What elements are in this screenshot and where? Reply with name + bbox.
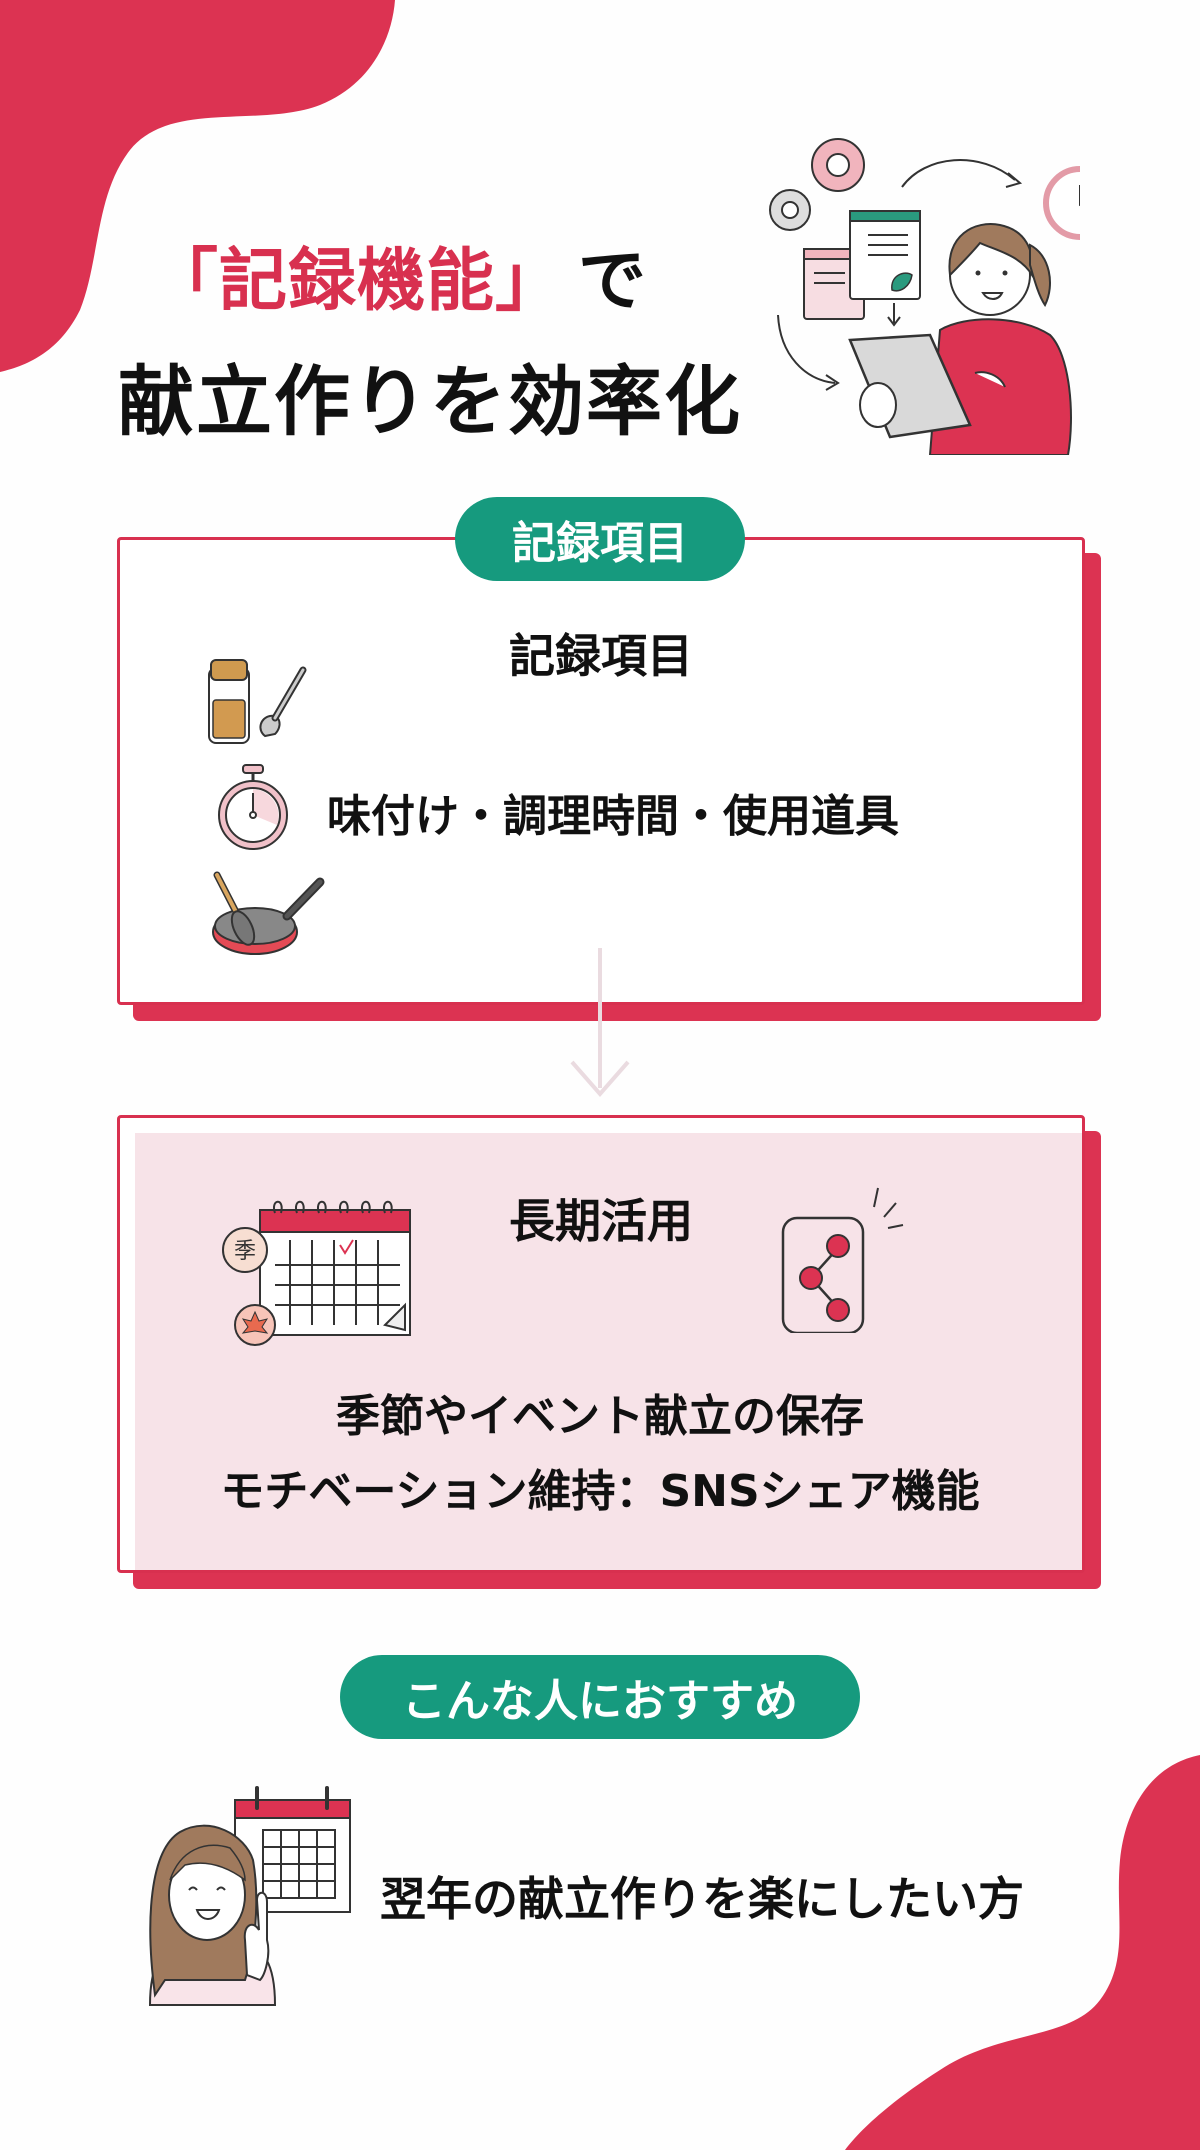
season-badge: 季 bbox=[222, 1227, 268, 1273]
maple-leaf-badge bbox=[234, 1304, 276, 1346]
recommend-badge: こんな人におすすめ bbox=[340, 1655, 860, 1739]
page-title-line2: 献立作りを効率化 bbox=[118, 357, 742, 446]
clock-icon bbox=[1043, 166, 1080, 240]
woman-tablet-illustration bbox=[769, 138, 1080, 455]
longterm-card-fill bbox=[135, 1133, 1082, 1570]
page-title-line1: 「記録機能」で bbox=[150, 225, 647, 324]
longterm-line-2: モチベーション維持：SNSシェア機能 bbox=[220, 1466, 980, 1517]
frying-pan-icon bbox=[212, 871, 325, 955]
bottom-right-blob bbox=[845, 1755, 1200, 2150]
stopwatch-icon bbox=[218, 764, 288, 850]
longterm-heading: 長期活用 bbox=[509, 1194, 693, 1248]
title-accent: 「記録機能」 bbox=[150, 242, 565, 321]
arrow-down-icon bbox=[570, 1060, 630, 1098]
top-left-blob bbox=[0, 0, 395, 372]
spice-jar-icon bbox=[208, 659, 307, 744]
title-suffix: で bbox=[578, 242, 648, 321]
record-items-text: 味付け・調理時間・使用道具 bbox=[327, 791, 899, 842]
calendar-icon: 季 bbox=[222, 1200, 411, 1346]
record-heading: 記録項目 bbox=[509, 629, 693, 683]
svg-text:季: 季 bbox=[234, 1239, 256, 1264]
recommend-text: 翌年の献立作りを楽にしたい方 bbox=[380, 1872, 1024, 1926]
record-badge: 記録項目 bbox=[455, 497, 745, 581]
longterm-line-1: 季節やイベント献立の保存 bbox=[336, 1391, 864, 1442]
share-icon bbox=[781, 1187, 904, 1333]
longterm-card bbox=[117, 1115, 1085, 1573]
connector-line bbox=[598, 948, 602, 1088]
woman-calendar-illustration bbox=[148, 1786, 351, 2006]
gear-icon bbox=[769, 138, 865, 231]
